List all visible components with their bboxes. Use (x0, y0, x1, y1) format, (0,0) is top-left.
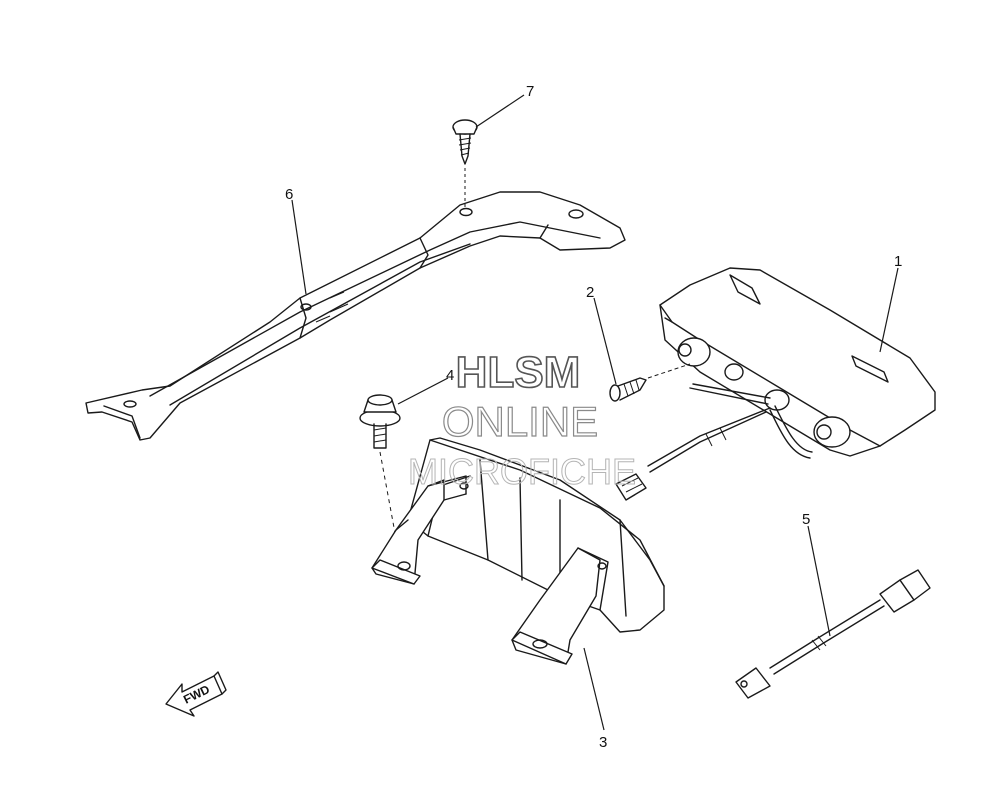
callout-3: 3 (599, 734, 607, 751)
screw-part-7 (452, 119, 478, 208)
watermark-line-1: HLSM (456, 348, 581, 397)
callout-2: 2 (586, 284, 594, 301)
forward-direction-arrow: FWD (165, 671, 227, 717)
callout-1: 1 (894, 253, 902, 270)
callout-5: 5 (802, 511, 810, 528)
bracket-part-6 (85, 191, 626, 441)
callout-6: 6 (285, 186, 293, 203)
watermark-line-3: MICROFICHE (408, 451, 636, 492)
callout-4: 4 (446, 367, 454, 384)
tail-lamp-part-1 (615, 267, 936, 501)
bolt-part-4 (359, 394, 401, 561)
watermark: HLSM ONLINE MICROFICHE (408, 347, 637, 492)
leader-lines (291, 94, 899, 731)
callout-7: 7 (526, 83, 534, 100)
screw-part-2 (609, 363, 691, 402)
lamp-bracket-part-3 (371, 437, 665, 665)
wire-harness-part-5 (735, 569, 931, 699)
watermark-line-2: ONLINE (442, 398, 598, 445)
